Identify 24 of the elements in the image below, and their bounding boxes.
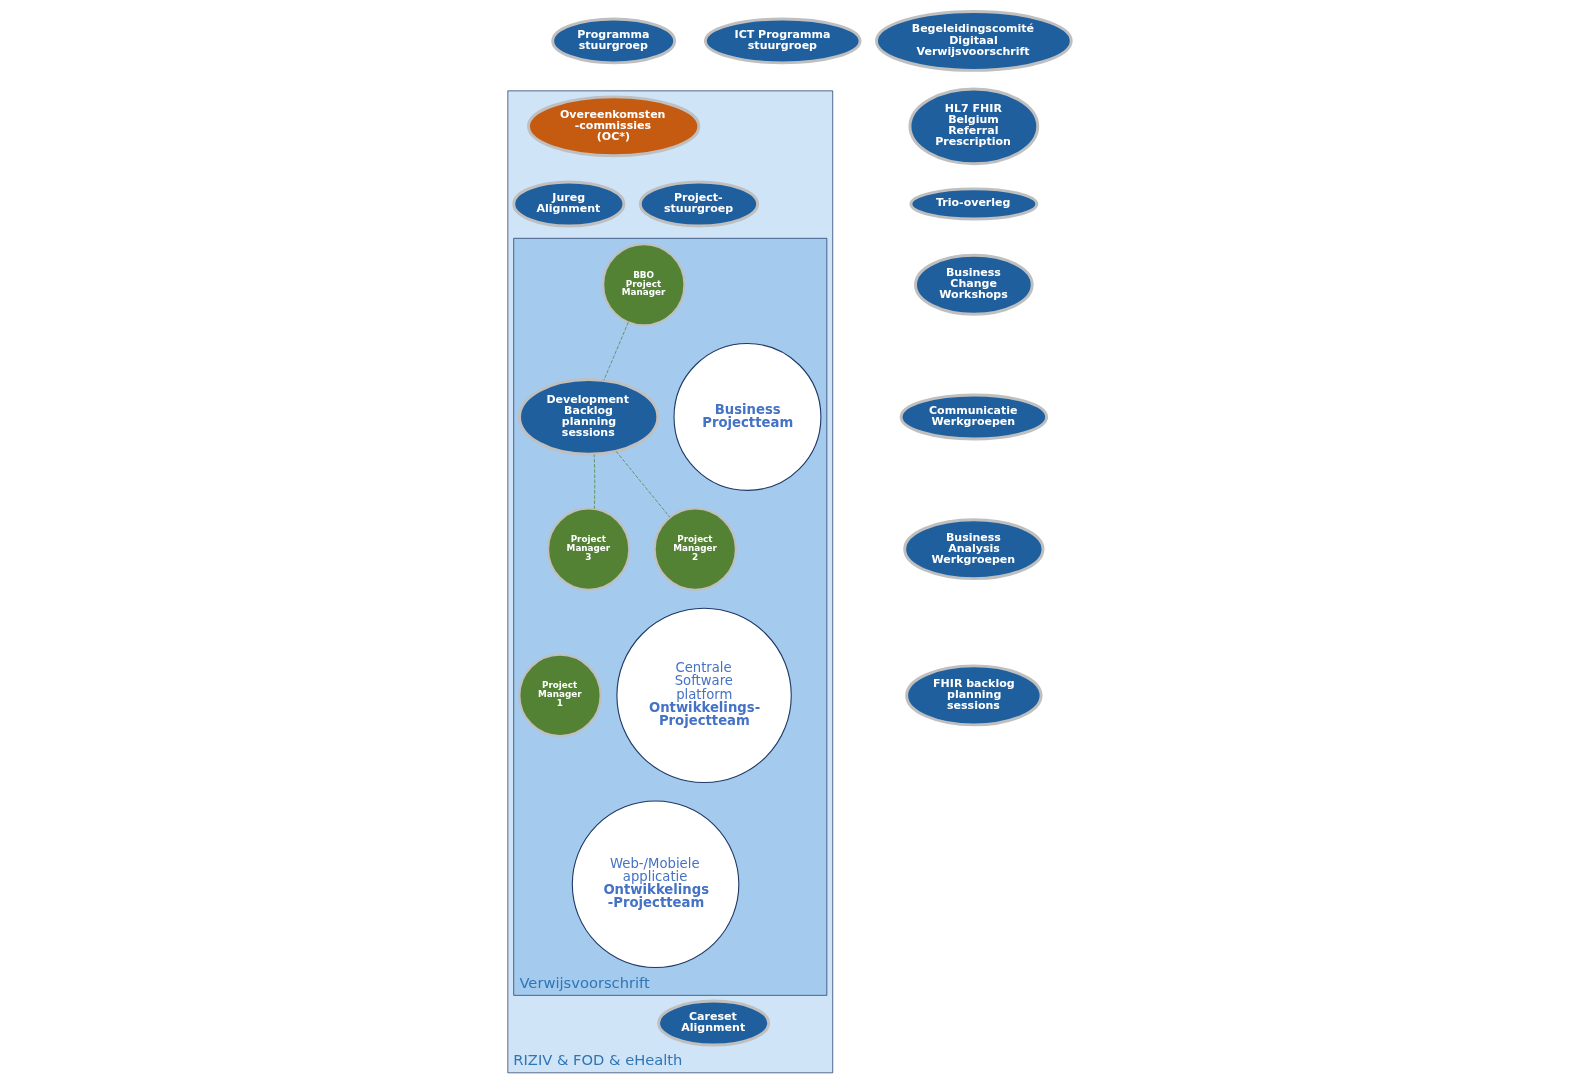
node-ellipse: Trio-overleg: [909, 187, 1039, 221]
node-ellipse: Begeleidingscomité Digitaal Verwijsvoorschrift: [875, 9, 1073, 72]
node-circle: Project Manager 3: [546, 507, 631, 591]
node-circle: Project Manager 2: [653, 507, 738, 591]
node-ellipse: Project- stuurgroep: [638, 180, 760, 228]
node-ellipse: Business Change Workshops: [914, 253, 1034, 316]
connector: [593, 454, 596, 510]
node-circle: Project Manager 1: [518, 653, 602, 738]
node-ellipse: Communicatie Werkgroepen: [899, 393, 1049, 441]
node-ellipse: HL7 FHIR Belgium Referral Prescription: [908, 87, 1040, 166]
node-circle: Centrale Software platform Ontwikkelings- Projectteam: [616, 607, 792, 784]
node-ellipse: Careset Alignment: [657, 999, 771, 1047]
node-circle: Web-/Mobiele applicatie Ontwikkelings -Projectteam: [571, 800, 740, 969]
node-ellipse: ICT Programma stuurgroep: [703, 17, 862, 65]
node-ellipse: Jureg Alignment: [512, 180, 626, 228]
node-ellipse: Overeenkomsten -commissies (OC*): [527, 95, 701, 158]
node-ellipse: Development Backlog planning sessions: [518, 378, 660, 456]
node-circle: Business Projectteam: [673, 342, 822, 491]
connector: [615, 450, 671, 518]
node-ellipse: Programma stuurgroep: [551, 17, 677, 65]
connector: [603, 321, 629, 381]
node-ellipse: Business Analysis Werkgroepen: [903, 518, 1045, 581]
node-ellipse: FHIR backlog planning sessions: [905, 664, 1043, 727]
node-circle: BBO Project Manager: [602, 242, 686, 327]
